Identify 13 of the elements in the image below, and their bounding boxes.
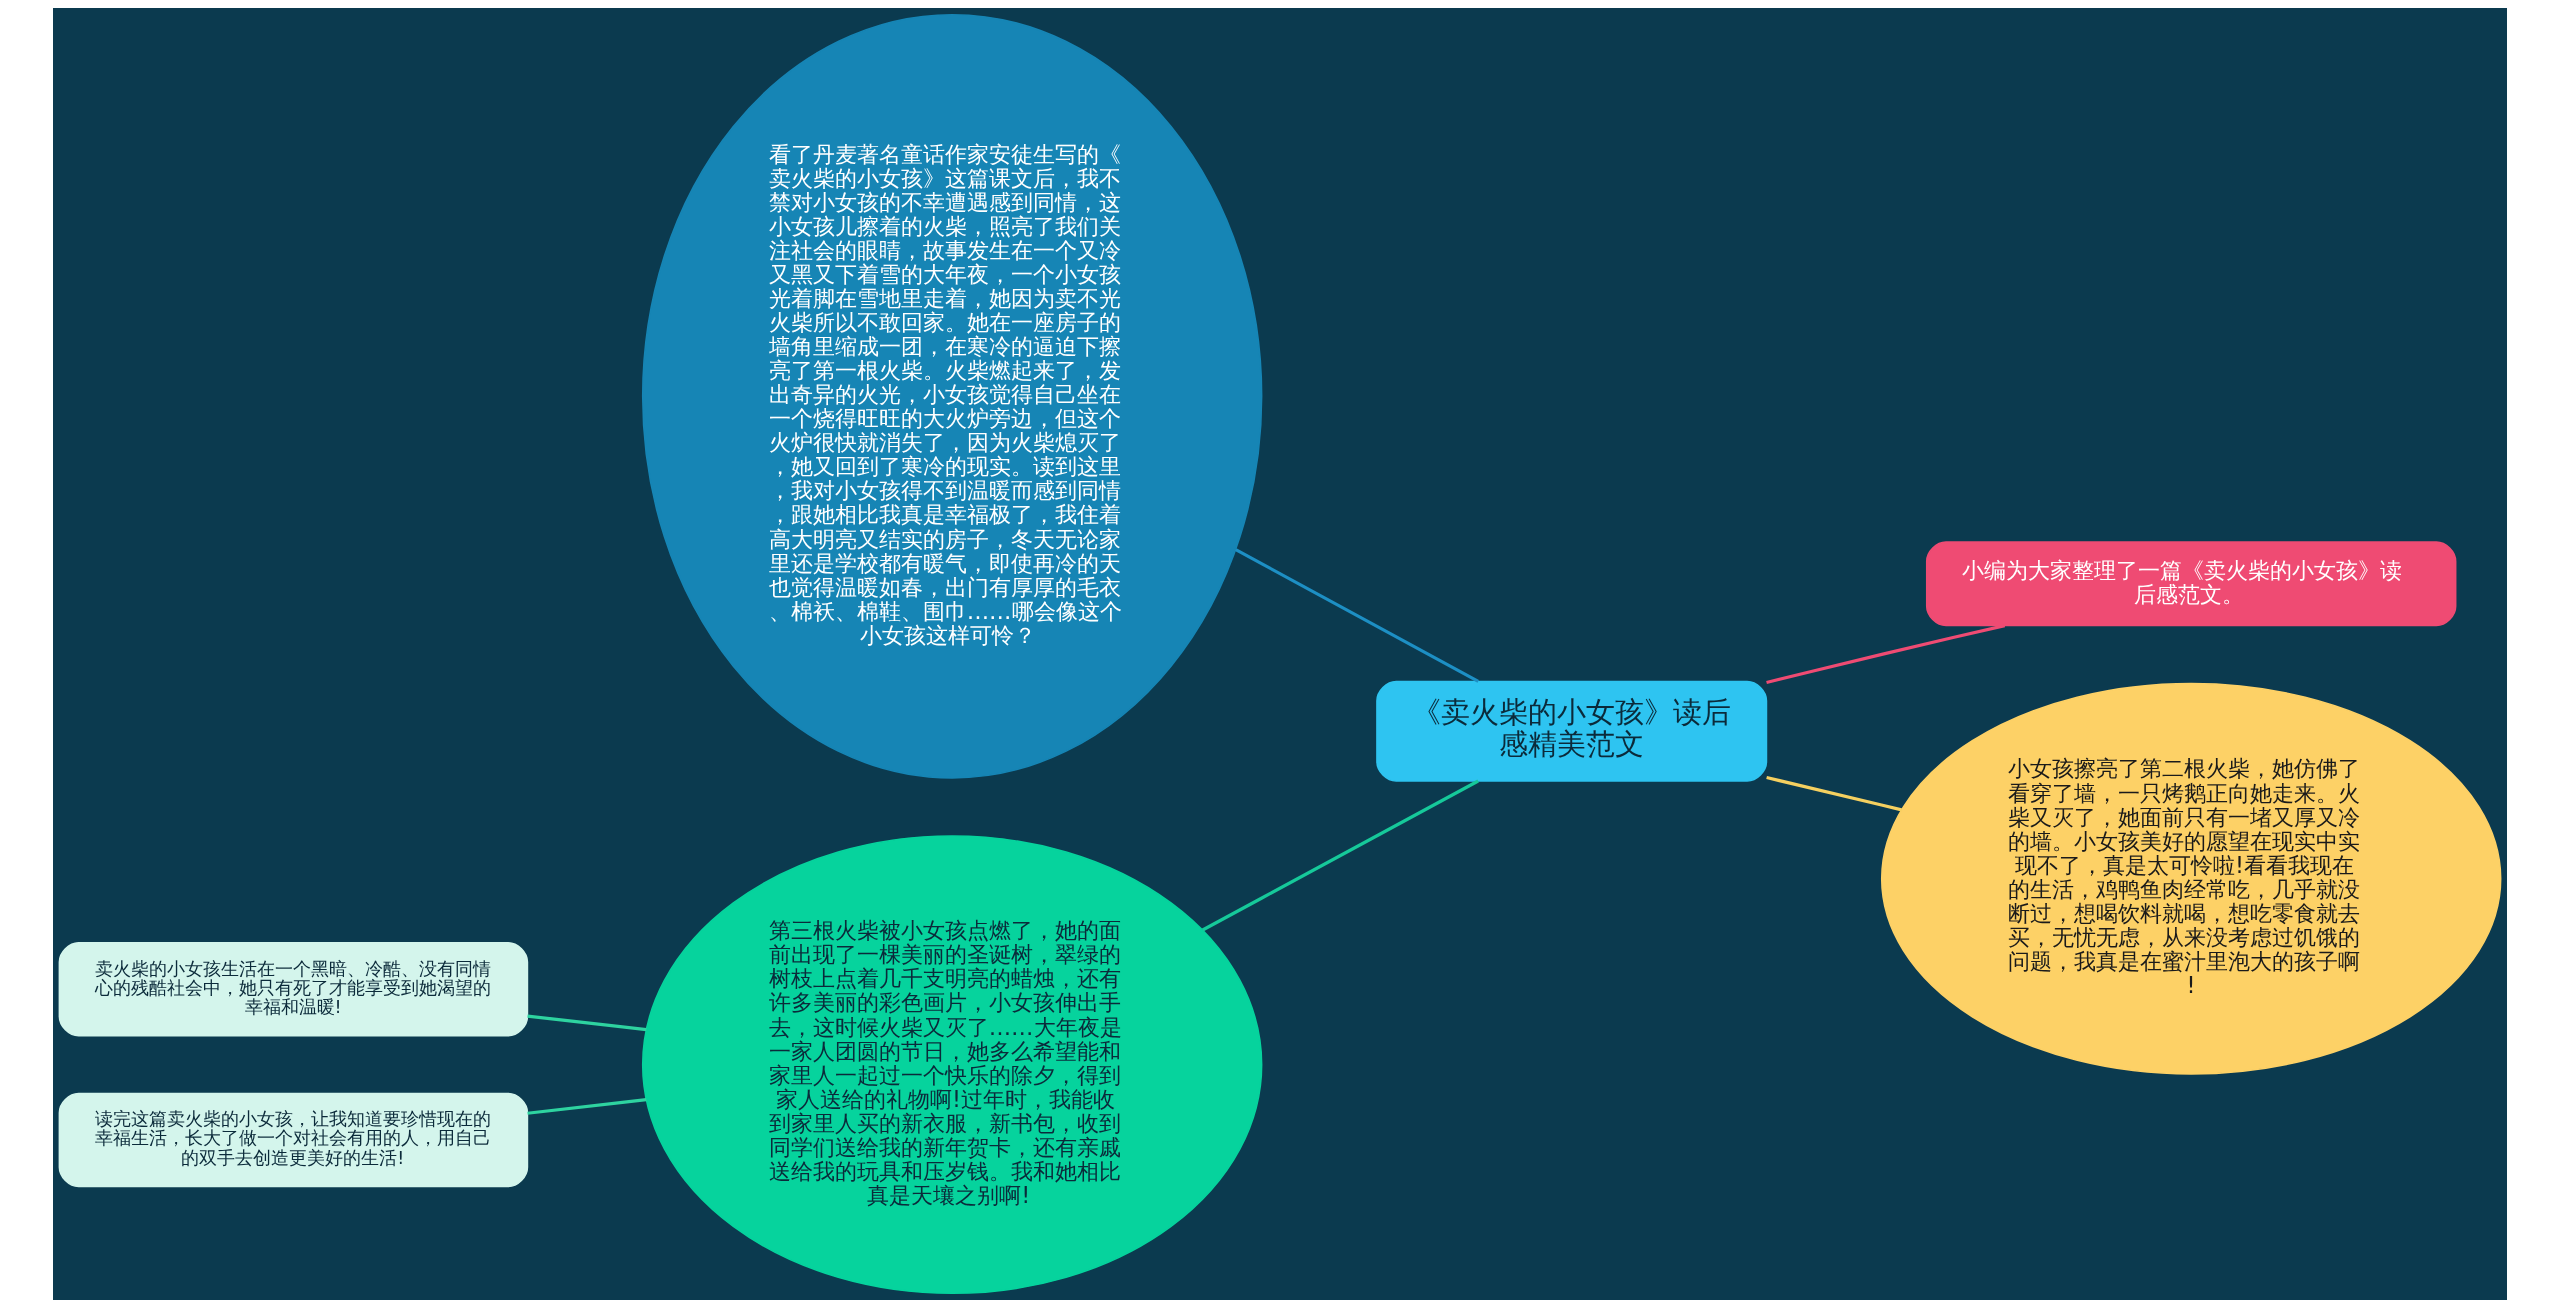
node-box: 读完这篇卖火柴的小女孩，让我知道要珍惜现在的幸福生活，长大了做一个对社会有用的人，用自己的双手去创造更美好的生活!	[58, 1092, 529, 1188]
node-ellipse: 第三根火柴被小女孩点燃了，她的面前出现了一棵美丽的圣诞树，翠绿的树枝上点着几千支明亮的蜡烛，还有许多美丽的彩色画片，小女孩伸出手去，这时候火柴又灭了……大年夜是一家人团圆的节日，她多么希望能和家里人一起过一个快乐的除夕，得到家人送给的礼物啊!过年时，我能收到家里人买的新衣服，新书包，收到同学们送给我的新年贺卡，还有亲戚送给我的玩具和压岁钱。我和她相比真是天壤之别啊!	[641, 835, 1263, 1295]
connector	[1766, 775, 1902, 812]
node-box: 小编为大家整理了一篇《卖火柴的小女孩》读后感范文。	[1925, 541, 2457, 627]
connector	[1766, 624, 2006, 685]
connector	[1201, 779, 1479, 932]
node-ellipse: 小女孩擦亮了第二根火柴，她仿佛了看穿了墙，一只烤鹅正向她走来。火柴又灭了，她面前只有一堵又厚又冷的墙。小女孩美好的愿望在现实中实现不了，真是太可怜啦!看看我现在的生活，鸡鸭鱼肉经常吃，几乎就没断过，想喝饮料就喝，想吃零食就去买，无忧无虑，从来没考虑过饥饿的问题，我真是在蜜汁里泡大的孩子啊!	[1880, 682, 2502, 1075]
connector	[527, 1014, 647, 1032]
connector	[527, 1098, 647, 1115]
node-box: 卖火柴的小女孩生活在一个黑暗、冷酷、没有同情心的残酷社会中，她只有死了才能享受到她渴望的幸福和温暖!	[58, 942, 529, 1037]
node-ellipse: 看了丹麦著名童话作家安徒生写的《卖火柴的小女孩》这篇课文后，我不禁对小女孩的不幸遭遇感到同情，这小女孩儿擦着的火柴，照亮了我们关注社会的眼睛，故事发生在一个又冷又黑又下着雪的大年夜，一个小女孩光着脚在雪地里走着，她因为卖不光火柴所以不敢回家。她在一座房子的墙角里缩成一团，在寒冷的逼迫下擦亮了第一根火柴。火柴燃起来了，发出奇异的火光，小女孩觉得自己坐在一个烧得旺旺的大火炉旁边，但这个火炉很快就消失了，因为火柴熄灭了，她又回到了寒冷的现实。读到这里，我对小女孩得不到温暖而感到同情，跟她相比我真是幸福极了，我住着高大明亮又结实的房子，冬天无论家里还是学校都有暖气，即使再冷的天也觉得温暖如春，出门有厚厚的毛衣、棉袄、棉鞋、围巾……哪会像这个小女孩这样可怜？	[641, 13, 1263, 779]
connector	[1235, 548, 1479, 683]
node-box: 《卖火柴的小女孩》读后感精美范文	[1376, 680, 1768, 782]
